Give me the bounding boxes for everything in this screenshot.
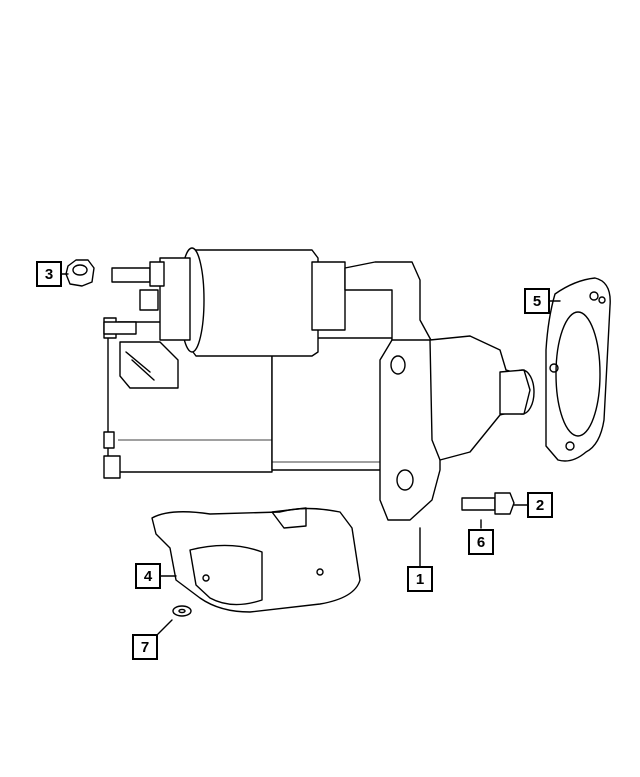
starter-motor [103, 247, 535, 521]
callout-6: 6 [468, 529, 494, 555]
callout-4: 4 [135, 563, 161, 589]
callout-2: 2 [527, 492, 553, 518]
heat-shield [151, 507, 361, 613]
washer [172, 605, 192, 617]
bolt [461, 492, 515, 515]
callout-1: 1 [407, 566, 433, 592]
gasket [545, 277, 611, 462]
callout-3: 3 [36, 261, 62, 287]
callout-5: 5 [524, 288, 550, 314]
nut [65, 259, 95, 287]
callout-7: 7 [132, 634, 158, 660]
